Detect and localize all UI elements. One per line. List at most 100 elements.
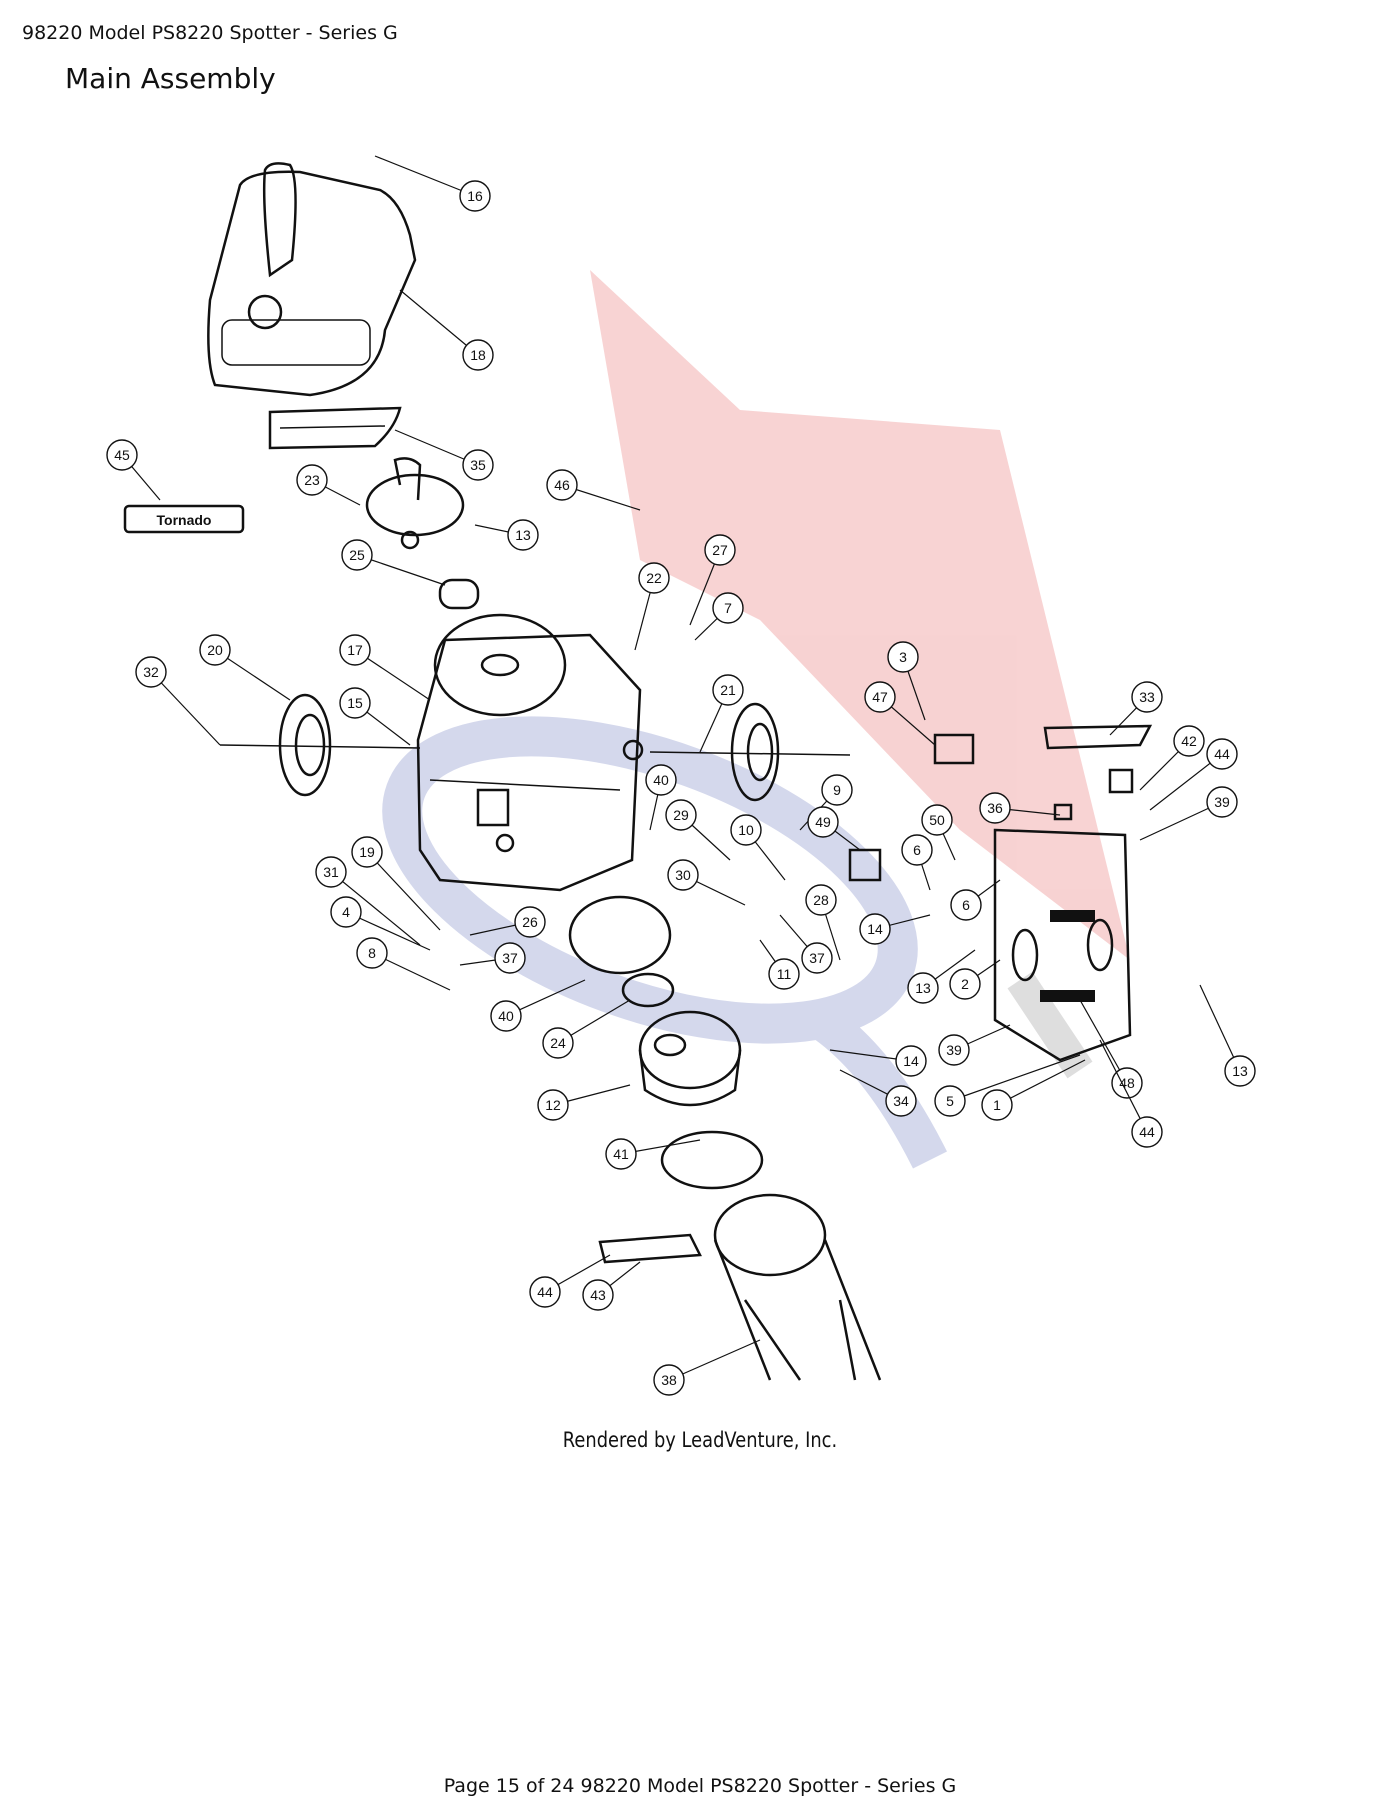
callout-circle [1131,1116,1163,1148]
callout-circle [653,1364,685,1396]
callout-circle [704,534,736,566]
callout-circle [667,859,699,891]
callout-number: 14 [903,1053,919,1069]
callout-number: 50 [929,812,945,828]
callout-28: 28 [805,884,841,961]
page-footer: Page 15 of 24 98220 Model PS8220 Spotter… [443,1775,957,1797]
motor-assembly [568,895,742,1107]
callout-number: 37 [809,950,825,966]
callout-47: 47 [864,681,936,746]
callout-number: 15 [347,695,363,711]
left-wheel [219,693,421,797]
callout-circle [459,180,491,212]
callout-circle [907,972,939,1004]
callout-circle [546,469,578,501]
callout-16: 16 [374,155,491,212]
callout-number: 6 [962,897,970,913]
callout-22: 22 [634,562,670,651]
callout-15: 15 [339,687,411,746]
callout-19: 19 [351,836,441,931]
callout-circle [582,1279,614,1311]
leader-line [996,1059,1086,1106]
callout-number: 45 [114,447,130,463]
callout-circle [901,834,933,866]
callout-circle [1206,786,1238,818]
callout-number: 39 [946,1042,962,1058]
callout-number: 13 [515,527,531,543]
callout-number: 13 [915,980,931,996]
callout-number: 32 [143,664,159,680]
callout-circle [1206,738,1238,770]
brand-label: Tornado [157,512,212,528]
callout-37: 37 [459,942,526,974]
callout-number: 10 [738,822,754,838]
callout-18: 18 [399,289,494,371]
cap [438,578,480,610]
hood-cover [207,162,417,397]
callout-circle [1131,681,1163,713]
callout-number: 22 [646,570,662,586]
callout-number: 43 [590,1287,606,1303]
callout-39: 39 [1139,786,1238,841]
callout-number: 38 [661,1372,677,1388]
callout-number: 6 [913,842,921,858]
callout-number: 8 [368,945,376,961]
callout-17: 17 [339,634,431,701]
leader-line [374,155,476,197]
callout-6: 6 [901,834,933,891]
callout-36: 36 [979,792,1061,824]
callout-circle [490,1000,522,1032]
callout-circle [949,968,981,1000]
callout-circle [351,836,383,868]
callout-circle [507,519,539,551]
callout-circle [1224,1055,1256,1087]
callout-45: 45 [106,439,161,501]
callout-8: 8 [356,937,451,991]
callout-49: 49 [807,806,861,851]
callout-circle [638,562,670,594]
callout-circle [981,1089,1013,1121]
callout-number: 31 [323,864,339,880]
callout-number: 41 [613,1146,629,1162]
callout-number: 1 [993,1097,1001,1113]
callout-number: 19 [359,844,375,860]
callout-number: 37 [502,950,518,966]
callout-circle [665,799,697,831]
callout-circle [938,1034,970,1066]
gasket-ring [660,1130,764,1190]
callout-13: 13 [907,949,976,1004]
render-credit: Rendered by LeadVenture, Inc. [562,1428,838,1452]
callout-1: 1 [981,1059,1086,1121]
callout-circle [605,1138,637,1170]
callout-13: 13 [1199,984,1256,1087]
callout-38: 38 [653,1339,761,1396]
callout-number: 28 [813,892,829,908]
leader-line [1099,1039,1148,1133]
leader-line [949,1054,1081,1102]
callout-circle [330,896,362,928]
callout-number: 44 [1214,746,1230,762]
leader-line [1199,984,1241,1072]
callout-circle [979,792,1011,824]
watermark [382,270,1130,1169]
callout-34: 34 [839,1069,917,1117]
callout-35: 35 [394,429,494,481]
callout-circle [859,913,891,945]
control-panel-box [993,828,1132,1062]
callout-number: 25 [349,547,365,563]
callout-number: 30 [675,867,691,883]
callout-24: 24 [542,999,631,1059]
section-title: Main Assembly [65,62,276,95]
callout-number: 42 [1181,733,1197,749]
callout-number: 7 [724,600,732,616]
callout-number: 23 [304,472,320,488]
callout-number: 47 [872,689,888,705]
callout-circle [339,634,371,666]
callout-number: 44 [537,1284,553,1300]
callout-circle [1111,1067,1143,1099]
callout-number: 33 [1139,689,1155,705]
callout-number: 21 [720,682,736,698]
callout-circle [537,1089,569,1121]
callout-circle [339,687,371,719]
callout-circle [801,942,833,974]
